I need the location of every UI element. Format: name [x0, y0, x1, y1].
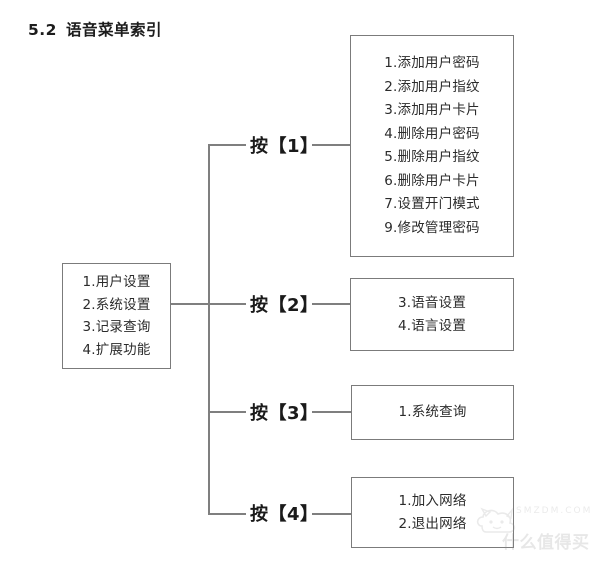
- branch-1-menu-item: 5.删除用户指纹: [384, 149, 480, 165]
- watermark-subtext: SMZDM.COM: [516, 506, 593, 516]
- root-menu-box: 1.用户设置 2.系统设置 3.记录查询 4.扩展功能: [62, 263, 171, 369]
- branch-1-menu-item: 3.添加用户卡片: [384, 102, 480, 118]
- branch-1-menu-item: 7.设置开门模式: [384, 196, 480, 212]
- branch-2-menu-box: 3.语音设置 4.语言设置: [350, 278, 514, 351]
- connector-trunk-to-key-2: [208, 303, 246, 305]
- section-heading: 5.2 语音菜单索引: [28, 18, 162, 40]
- branch-1-menu-item: 1.添加用户密码: [384, 55, 480, 71]
- branch-1-menu-item: 9.修改管理密码: [384, 219, 480, 236]
- watermark-text: 什么值得买: [502, 533, 590, 553]
- connector-trunk-vertical: [208, 144, 210, 514]
- connector-trunk-to-key-3: [208, 411, 246, 413]
- branch-2-menu-item: 3.语音设置: [397, 295, 467, 311]
- branch-4-menu-item: 1.加入网络: [398, 493, 467, 509]
- connector-key-4-to-box: [312, 513, 352, 515]
- root-menu-item: 4.扩展功能: [82, 341, 151, 358]
- branch-1-menu-item: 4.删除用户密码: [384, 125, 480, 142]
- branch-3-menu-item: 1.系统查询: [398, 404, 467, 421]
- root-menu-item: 3.记录查询: [82, 319, 151, 335]
- branch-key-label-3: 按【3】: [250, 403, 319, 424]
- section-title: 语音菜单索引: [65, 21, 162, 39]
- branch-key-label-2: 按【2】: [250, 295, 319, 316]
- connector-trunk-to-key-1: [208, 144, 246, 146]
- branch-key-label-4: 按【4】: [250, 504, 319, 525]
- branch-1-menu-item: 2.添加用户指纹: [384, 78, 480, 95]
- branch-4-menu-box: 1.加入网络 2.退出网络: [351, 477, 514, 548]
- connector-trunk-to-key-4: [208, 513, 246, 515]
- branch-key-label-1: 按【1】: [250, 136, 319, 157]
- root-menu-item: 1.用户设置: [82, 274, 151, 290]
- branch-1-menu-item: 6.删除用户卡片: [384, 172, 480, 189]
- section-number: 5.2: [28, 21, 57, 39]
- connector-key-2-to-box: [312, 303, 351, 305]
- branch-3-menu-box: 1.系统查询: [351, 385, 514, 440]
- connector-key-3-to-box: [312, 411, 352, 413]
- connector-root-to-trunk: [171, 303, 210, 305]
- connector-key-1-to-box: [312, 144, 351, 146]
- root-menu-item: 2.系统设置: [82, 296, 151, 313]
- branch-4-menu-item: 2.退出网络: [398, 515, 467, 532]
- branch-2-menu-item: 4.语言设置: [397, 317, 467, 334]
- branch-1-menu-box: 1.添加用户密码 2.添加用户指纹 3.添加用户卡片 4.删除用户密码 5.删除…: [350, 35, 514, 257]
